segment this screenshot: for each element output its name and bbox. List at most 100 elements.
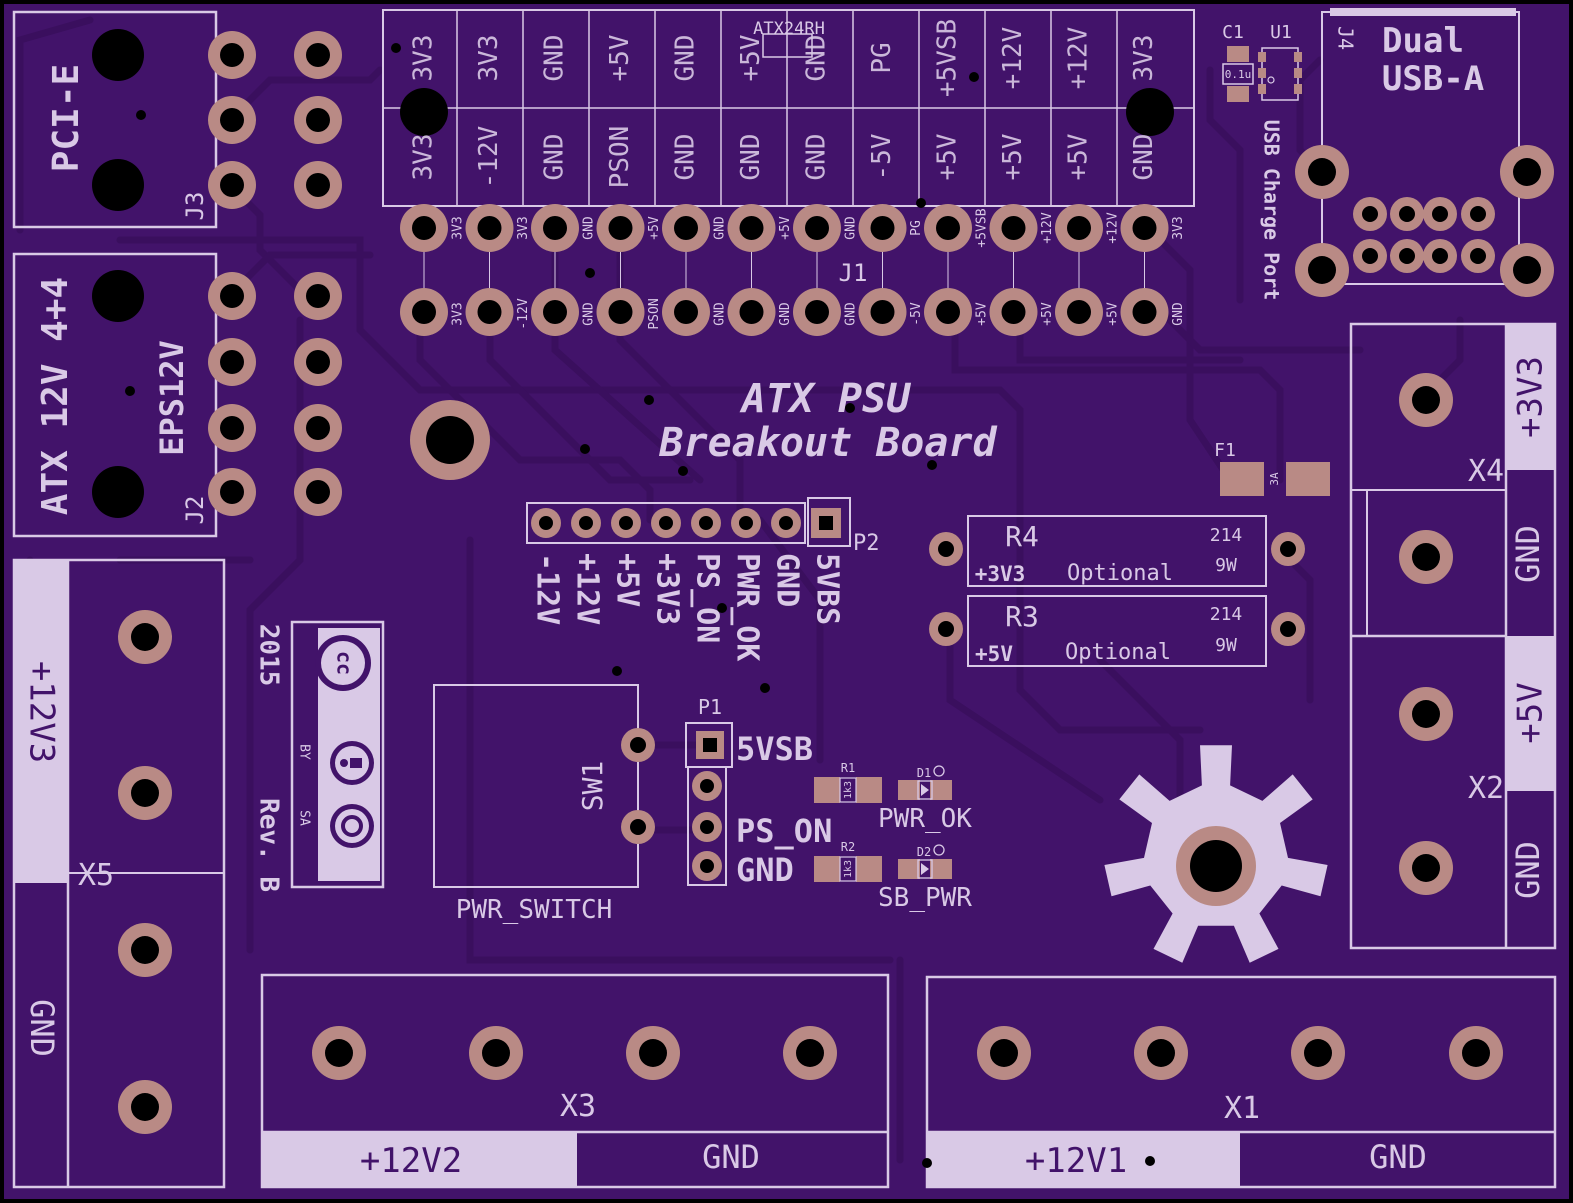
license-by: BY xyxy=(297,744,312,760)
x2-label-gnd: GND xyxy=(1509,841,1547,899)
p1-pin-label-1: PS_ON xyxy=(736,812,832,850)
j1-pad-bottom-8 xyxy=(924,288,972,336)
j2-eps12v-connector: ATX 12V 4+4 EPS12V J2 xyxy=(12,252,342,538)
p2-pin-label-7: 5VBS xyxy=(810,553,845,625)
d1-ref: D1 xyxy=(917,766,931,780)
j2-label-inner: EPS12V xyxy=(153,340,191,456)
c1-capacitor: C1 0.1u xyxy=(1222,22,1254,102)
x2-label-5v: +5V xyxy=(1511,682,1551,743)
j4-usb-connector: Dual USB-A J4 USB Charge Port xyxy=(1260,8,1554,301)
u1-ref: U1 xyxy=(1270,22,1292,43)
j1-pad-bottom-5 xyxy=(727,288,776,336)
x3-label-12v2: +12V2 xyxy=(360,1141,462,1181)
p2-pin-label-1: +12V xyxy=(570,553,605,625)
j1-pin-bottom-label-5: GND xyxy=(778,302,793,326)
j1-top-cell-6: GND xyxy=(802,35,832,82)
revision-label: Rev. B xyxy=(254,798,284,892)
j1-top-cell-0: 3V3 xyxy=(409,35,439,82)
j1-top-cell-9: +12V xyxy=(998,27,1028,90)
r1-ref: R1 xyxy=(841,761,855,775)
j1-bottom-cell-5: GND xyxy=(736,134,766,181)
r4-v2: 9W xyxy=(1215,555,1237,576)
j1-pin-top-label-10: +12V xyxy=(1106,212,1121,243)
j1-pad-top-9 xyxy=(989,204,1038,252)
j1-pin-bottom-label-0: 3V3 xyxy=(451,302,466,325)
title-line-1: ATX PSU xyxy=(739,376,911,422)
c1-ref: C1 xyxy=(1222,22,1244,43)
x1-ref: X1 xyxy=(1224,1091,1260,1126)
j1-pad-bottom-11 xyxy=(1120,288,1169,336)
p2-pin-label-4: PS_ON xyxy=(690,553,725,643)
j1-top-cell-8: +5VSB xyxy=(933,19,963,97)
d2-led: D2 SB_PWR xyxy=(878,844,972,913)
r3-ref: R3 xyxy=(1005,600,1039,633)
p2-pin-label-6: GND xyxy=(770,553,805,607)
j4-label-2: USB-A xyxy=(1382,59,1484,99)
x3-terminal: +12V2 GND X3 xyxy=(260,973,890,1189)
j1-ref: J1 xyxy=(839,259,868,287)
j1-pin-bottom-label-1: -12V xyxy=(516,298,531,329)
j1-body-label: ATX24RH xyxy=(753,19,825,39)
svg-text:cc: cc xyxy=(333,651,357,675)
j1-pin-top-label-1: 3V3 xyxy=(516,216,531,239)
x2-ref: X2 xyxy=(1468,771,1504,806)
j1-pin-top-label-7: PG xyxy=(909,220,924,236)
mounting-hole-left xyxy=(410,400,490,480)
j1-pad-top-0 xyxy=(400,204,448,252)
j1-top-cell-10: +12V xyxy=(1064,27,1094,90)
j1-pad-top-5 xyxy=(727,204,776,252)
j1-pad-bottom-9 xyxy=(989,288,1038,336)
j3-pcie-connector: PCI-E J3 xyxy=(12,10,342,229)
title-line-2: Breakout Board xyxy=(658,420,997,466)
j1-pad-top-11 xyxy=(1120,204,1169,252)
j4-side-label: USB Charge Port xyxy=(1260,120,1284,301)
j1-pad-top-10 xyxy=(1055,204,1103,252)
x1-terminal: +12V1 GND X1 xyxy=(925,975,1557,1189)
j1-pin-bottom-label-11: GND xyxy=(1171,302,1186,326)
p1-ref: P1 xyxy=(698,695,722,719)
p1-pin-label-2: GND xyxy=(736,851,794,889)
p1-pin-label-0: 5VSB xyxy=(736,730,813,768)
d2-label: SB_PWR xyxy=(878,883,972,913)
j1-pad-top-3 xyxy=(596,204,645,252)
j1-pin-bottom-label-6: GND xyxy=(844,302,859,326)
title-block: ATX PSU Breakout Board xyxy=(658,376,997,466)
j1-pad-bottom-6 xyxy=(793,288,841,336)
vias xyxy=(125,43,1155,1168)
j1-pin-bottom-label-2: GND xyxy=(582,302,597,326)
u1-chip: U1 xyxy=(1258,22,1302,101)
p2-pin-label-5: PWR_OK xyxy=(730,553,765,661)
f1-fuse: F1 3A xyxy=(1214,440,1330,496)
r4-note: Optional xyxy=(1067,561,1173,586)
j1-bottom-cell-1: -12V xyxy=(474,126,504,189)
r4-ref: R4 xyxy=(1005,520,1039,553)
f1-value: 3A xyxy=(1268,472,1281,486)
r3-resistor: R3 214 9W +5V Optional xyxy=(929,595,1305,667)
p2-pin-label-0: -12V xyxy=(530,553,565,625)
x5-terminal: +12V3 GND X5 xyxy=(12,558,226,1189)
j1-pin-top-label-3: +5V xyxy=(647,216,662,240)
x3-label-gnd: GND xyxy=(702,1138,760,1176)
x5-ref: X5 xyxy=(78,858,114,893)
j1-top-cell-2: GND xyxy=(540,35,570,82)
j1-pin-top-label-11: 3V3 xyxy=(1171,216,1186,239)
j1-top-cell-11: 3V3 xyxy=(1129,35,1159,82)
j1-pin-top-label-6: GND xyxy=(844,216,859,240)
r3-v1: 214 xyxy=(1210,604,1243,625)
j1-pad-top-4 xyxy=(662,204,710,252)
j1-bottom-cell-3: PSON xyxy=(605,126,635,189)
j1-pin-top-label-2: GND xyxy=(582,216,597,240)
j1-pad-top-8 xyxy=(924,204,972,252)
j1-pin-top-label-4: GND xyxy=(713,216,728,240)
j1-bottom-cell-6: GND xyxy=(802,134,832,181)
x4-label-3v3: +3V3 xyxy=(1511,356,1551,438)
j1-pad-bottom-4 xyxy=(662,288,710,336)
d2-ref: D2 xyxy=(917,845,931,859)
j1-top-cell-1: 3V3 xyxy=(474,35,504,82)
j1-bottom-cell-4: GND xyxy=(671,134,701,181)
j1-top-cell-7: PG xyxy=(867,42,897,73)
j1-pad-bottom-7 xyxy=(858,288,907,336)
by-icon xyxy=(330,741,374,785)
